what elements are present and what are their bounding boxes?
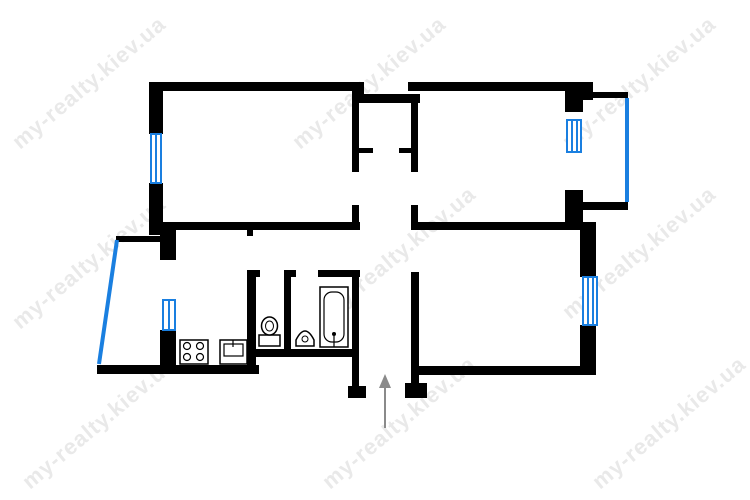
wall — [408, 82, 593, 91]
entrance-arrow-icon — [379, 374, 391, 428]
bathtub-icon — [319, 286, 349, 348]
windows — [97, 98, 629, 365]
wall — [160, 330, 176, 370]
wall — [149, 82, 364, 91]
wall — [284, 270, 291, 355]
wall — [399, 148, 411, 153]
wall — [352, 355, 359, 398]
wall — [583, 92, 628, 98]
sink-icon — [219, 339, 248, 365]
wall — [160, 222, 176, 260]
wall — [565, 90, 583, 112]
wall — [247, 271, 256, 374]
wall — [580, 222, 596, 277]
watermark-text: my-realty.kiev.ua — [7, 191, 170, 334]
wall — [348, 386, 366, 398]
wall — [411, 205, 418, 230]
window-left-room — [150, 133, 162, 184]
wall — [318, 270, 360, 277]
wall — [253, 349, 359, 357]
balcony-glazing-left — [97, 239, 119, 365]
watermark-text: my-realty.kiev.ua — [587, 351, 750, 494]
watermark-layer: my-realty.kiev.ua my-realty.kiev.ua my-r… — [7, 11, 750, 494]
wall — [359, 148, 373, 153]
washbasin-icon — [295, 330, 315, 347]
wall — [116, 236, 164, 242]
wall — [149, 183, 163, 235]
wall — [411, 272, 419, 392]
wall — [352, 94, 420, 103]
wall — [352, 205, 359, 230]
window-kitchen — [162, 299, 176, 331]
wall — [583, 202, 628, 210]
wall — [405, 383, 427, 398]
wall — [411, 94, 418, 172]
wall — [97, 365, 259, 374]
toilet-icon — [258, 316, 281, 347]
window-top-right-room — [566, 119, 582, 153]
wall — [247, 270, 260, 277]
wall — [352, 94, 359, 172]
wall — [580, 325, 596, 375]
wall — [411, 366, 596, 375]
wall — [149, 82, 163, 134]
wall — [160, 222, 360, 230]
walls — [97, 82, 628, 398]
wall — [284, 270, 296, 277]
wall — [247, 228, 253, 236]
watermark-text: my-realty.kiev.ua — [7, 11, 170, 154]
wall — [411, 222, 596, 230]
stove-icon — [179, 339, 209, 365]
wall — [352, 270, 359, 355]
wall — [565, 190, 583, 230]
window-bottom-right-room — [582, 276, 598, 326]
